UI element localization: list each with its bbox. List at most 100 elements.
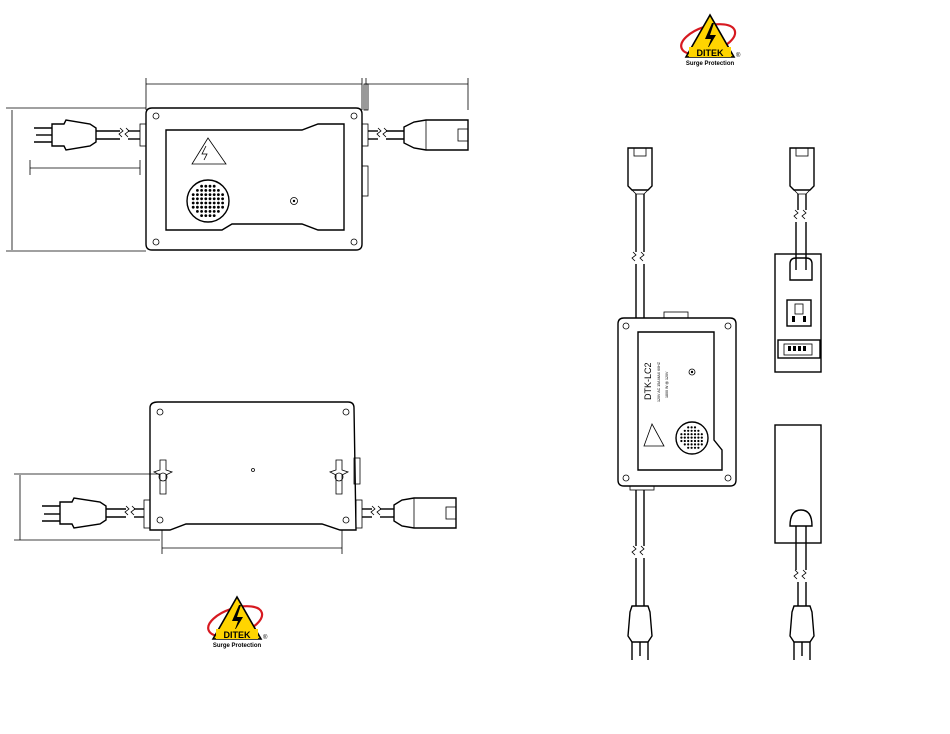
grille-hole [687,433,689,435]
grille-hole [221,202,224,205]
grille-hole [691,443,693,445]
grille-hole [691,440,693,442]
grille-hole [200,193,203,196]
grille-hole [209,185,212,188]
grille-hole [221,206,224,209]
device-front-view: DTK-LC2 120V AC 15A MAX 60HZ 1800 W @ 12… [618,148,736,660]
grille-hole [217,210,220,213]
grille-hole [213,202,216,205]
female-plug-bottom [362,498,456,528]
grille-hole [694,443,696,445]
grille-hole [687,440,689,442]
grille-hole [204,210,207,213]
grille-hole [691,433,693,435]
grille-hole [684,437,686,439]
grille-hole [687,426,689,428]
enclosure-front: DTK-LC2 120V AC 15A MAX 60HZ 1800 W @ 12… [618,312,736,490]
grille-hole [680,433,682,435]
grille-hole [213,193,216,196]
grille-hole [196,202,199,205]
side-view-top [775,148,821,372]
grille-hole [697,437,699,439]
grille-hole [694,430,696,432]
grille-hole [204,214,207,217]
grille-hole [221,197,224,200]
grille-hole [697,430,699,432]
grille-hole [221,193,224,196]
grille-hole [684,433,686,435]
grille-hole [697,433,699,435]
logo-brand-bottom: DITEK [224,630,252,640]
side-view-bottom [775,425,821,660]
male-plug-front [628,490,652,660]
bottom-view [14,402,456,554]
grille-hole [687,447,689,449]
grille-hole [701,443,703,445]
grille-hole [204,206,207,209]
enclosure-bottom [144,402,362,530]
grille-hole [209,189,212,192]
grille-hole [209,197,212,200]
grille-hole [204,202,207,205]
logo-registered-top: ® [736,52,741,59]
grille-hole [697,447,699,449]
grille-hole [196,210,199,213]
logo-tagline-bottom: Surge Protection [213,643,262,649]
grille-hole [213,210,216,213]
grille-hole [192,202,195,205]
device-rating-line2: 1800 W @ 120V [665,371,669,398]
grille-hole [691,447,693,449]
grille-hole [192,206,195,209]
grille-hole [684,443,686,445]
grille-hole [213,214,216,217]
grille-hole [217,193,220,196]
grille-hole [192,197,195,200]
enclosure-top [140,84,368,250]
top-view [6,78,468,251]
grille-hole [209,206,212,209]
grille-hole [196,197,199,200]
grille-hole [196,189,199,192]
male-plug-bottom [42,498,144,528]
grille-hole [691,426,693,428]
grille-hole [701,440,703,442]
female-plug-top [628,148,652,318]
logo-tagline-top: Surge Protection [686,61,735,67]
grille-hole [701,433,703,435]
grille-hole [204,193,207,196]
grille-hole [687,430,689,432]
grille-hole [200,197,203,200]
grille-hole [694,433,696,435]
grille-hole [204,197,207,200]
grille-hole [684,430,686,432]
grille-hole [687,443,689,445]
grille-hole [217,189,220,192]
grille-hole [204,185,207,188]
grille-hole [192,193,195,196]
ditek-logo-bottom: DITEK Surge Protection ® [204,597,268,649]
male-plug-left [34,120,140,150]
grille-hole [200,206,203,209]
grille-hole [697,443,699,445]
grille-hole [217,206,220,209]
grille-hole [697,440,699,442]
grille-hole [680,440,682,442]
grille-hole [200,214,203,217]
grille-hole [209,214,212,217]
grille-hole [200,185,203,188]
grille-hole [213,185,216,188]
grille-hole [200,202,203,205]
device-model-label: DTK-LC2 [643,362,653,400]
device-rating-line1: 120V AC 15A MAX 60HZ [657,361,661,402]
grille-hole [680,437,682,439]
grille-hole [209,210,212,213]
grille-hole [196,206,199,209]
grille-hole [200,189,203,192]
grille-hole [694,426,696,428]
grille-hole [200,210,203,213]
female-plug-right [368,120,468,150]
grille-hole [691,437,693,439]
grille-hole [209,202,212,205]
grille-hole [694,447,696,449]
